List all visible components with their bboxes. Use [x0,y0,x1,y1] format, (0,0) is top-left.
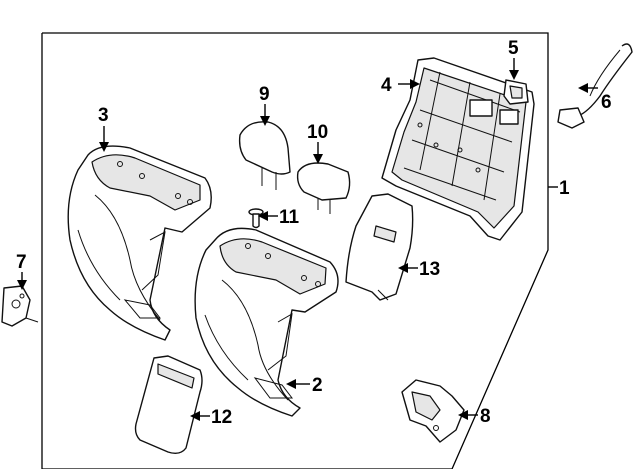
callout-12: 12 [211,407,232,428]
part-9-headrest [238,121,291,190]
part-5-latch-cover [503,79,529,105]
callout-leaders [17,58,598,421]
callout-6: 6 [601,92,612,113]
part-7-hinge-bracket [1,285,39,327]
part-2-right-seatback-cushion [194,227,339,417]
part-6-release-cable [557,43,633,129]
part-4-seatback-frame [381,57,535,241]
callout-2: 2 [312,375,323,396]
callout-5: 5 [508,38,519,59]
callout-13: 13 [419,259,440,280]
callout-8: 8 [480,406,491,427]
part-12-trim-panel [134,355,203,455]
part-11-clip [248,208,264,229]
part-3-left-seatback-cushion [67,145,212,341]
callout-9: 9 [259,84,270,105]
callout-3: 3 [98,105,109,126]
part-13-side-trim [345,193,414,301]
callout-4: 4 [381,75,392,96]
part-8-striker-bracket [401,379,465,443]
callout-10: 10 [307,122,328,143]
assembly-boundary [41,32,549,469]
callout-7: 7 [16,252,27,273]
part-10-headrest [296,162,351,214]
callout-1: 1 [559,178,570,199]
callout-11: 11 [279,207,300,228]
